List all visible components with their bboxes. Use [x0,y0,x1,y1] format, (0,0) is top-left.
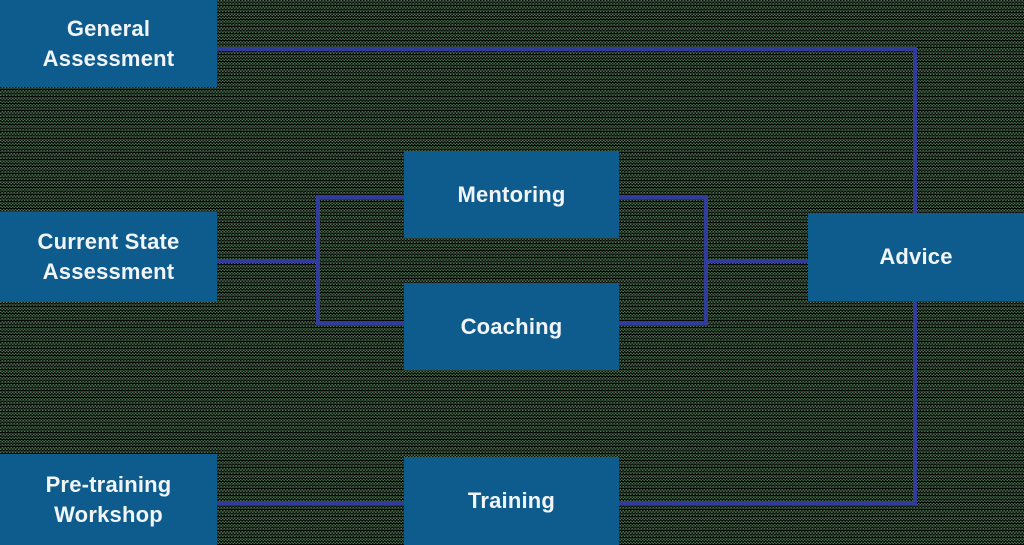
node-coaching-label: Coaching [460,313,563,339]
connector-general-assessment-to-advice-horizontal [217,47,917,51]
connector-current-state-to-bracket [217,259,320,263]
right-bracket-to-advice [704,259,808,263]
node-current-state-assessment: Current State Assessment [0,212,217,302]
node-mentoring: Mentoring [404,151,619,238]
left-bracket-vertical [316,195,320,325]
node-general-assessment: General Assessment [0,0,217,87]
node-advice: Advice [808,213,1024,301]
node-training-label: Training [467,488,556,514]
coaching-to-right-bracket [619,321,708,325]
node-pre-training-workshop: Pre-training Workshop [0,454,217,545]
connector-advice-bottom-vertical [913,301,917,505]
connector-pretraining-to-training [217,501,404,505]
node-advice-label: Advice [879,244,953,270]
left-bracket-to-coaching [316,321,404,325]
node-coaching: Coaching [404,283,619,370]
node-current-state-assessment-label: Current State Assessment [37,229,180,284]
connector-advice-top-vertical [913,47,917,213]
connector-training-to-advice-horizontal [619,501,917,505]
node-pre-training-workshop-label: Pre-training Workshop [45,471,172,527]
node-mentoring-label: Mentoring [457,181,566,207]
mentoring-to-right-bracket [619,195,708,199]
left-bracket-to-mentoring [316,195,404,199]
node-training: Training [404,457,619,545]
node-general-assessment-label: General Assessment [42,15,175,71]
